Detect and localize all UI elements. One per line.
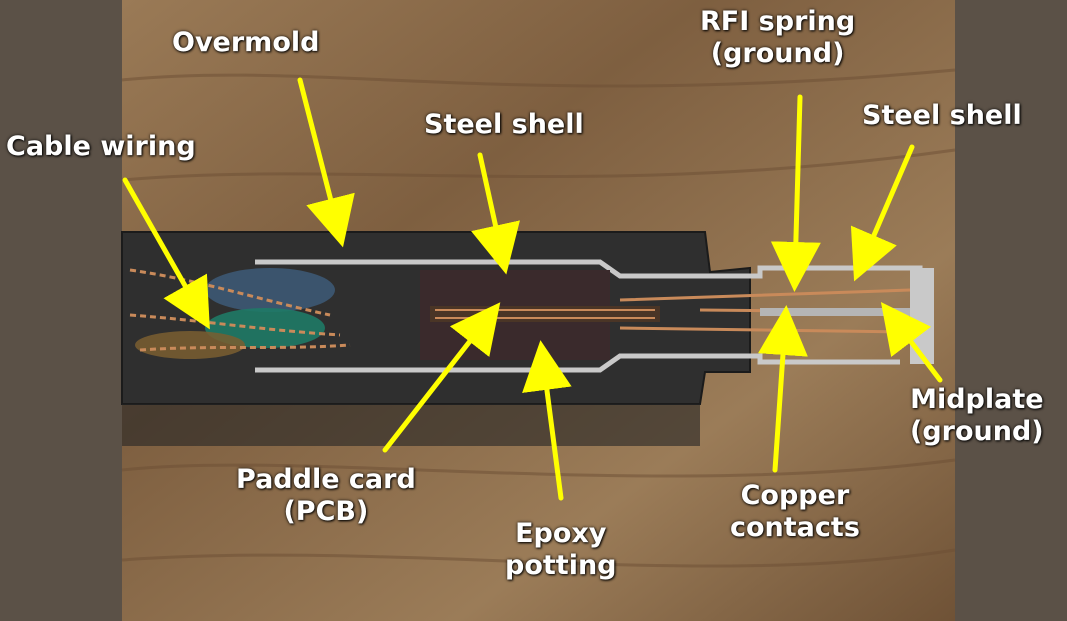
label-cable-wiring: Cable wiring xyxy=(6,131,196,162)
arrow-epoxy xyxy=(522,340,572,501)
label-midplate: Midplate (ground) xyxy=(910,384,1044,447)
label-epoxy-potting: Epoxy potting xyxy=(505,518,617,581)
midplate xyxy=(760,308,910,316)
wood-grain xyxy=(121,68,956,568)
label-steel-shell-right: Steel shell xyxy=(862,100,1022,131)
label-steel-shell-left: Steel shell xyxy=(424,109,584,140)
arrow-copper-contacts xyxy=(757,305,808,473)
right-side-bar xyxy=(955,0,1067,621)
arrow-rfi-spring xyxy=(770,94,821,292)
label-rfi-spring: RFI spring (ground) xyxy=(700,6,856,69)
label-overmold: Overmold xyxy=(172,27,320,58)
cable-strands xyxy=(129,268,351,352)
label-copper-contacts: Copper contacts xyxy=(730,480,860,543)
paddle-card xyxy=(430,306,660,322)
arrow-steel-shell-right xyxy=(850,144,915,282)
arrow-steel-shell-left xyxy=(471,152,520,275)
callout-arrows xyxy=(122,77,943,501)
connector-tip xyxy=(910,268,934,364)
arrow-paddle-card xyxy=(382,302,501,453)
arrow-overmold xyxy=(297,77,355,248)
arrow-midplate xyxy=(880,302,943,383)
left-side-bar xyxy=(0,0,122,621)
cable-wire-brown xyxy=(135,331,245,359)
arrow-cable-wiring xyxy=(122,177,210,330)
cable-wire-blue xyxy=(205,268,335,312)
overmold-underside xyxy=(122,404,700,446)
label-paddle-card: Paddle card (PCB) xyxy=(236,464,416,527)
